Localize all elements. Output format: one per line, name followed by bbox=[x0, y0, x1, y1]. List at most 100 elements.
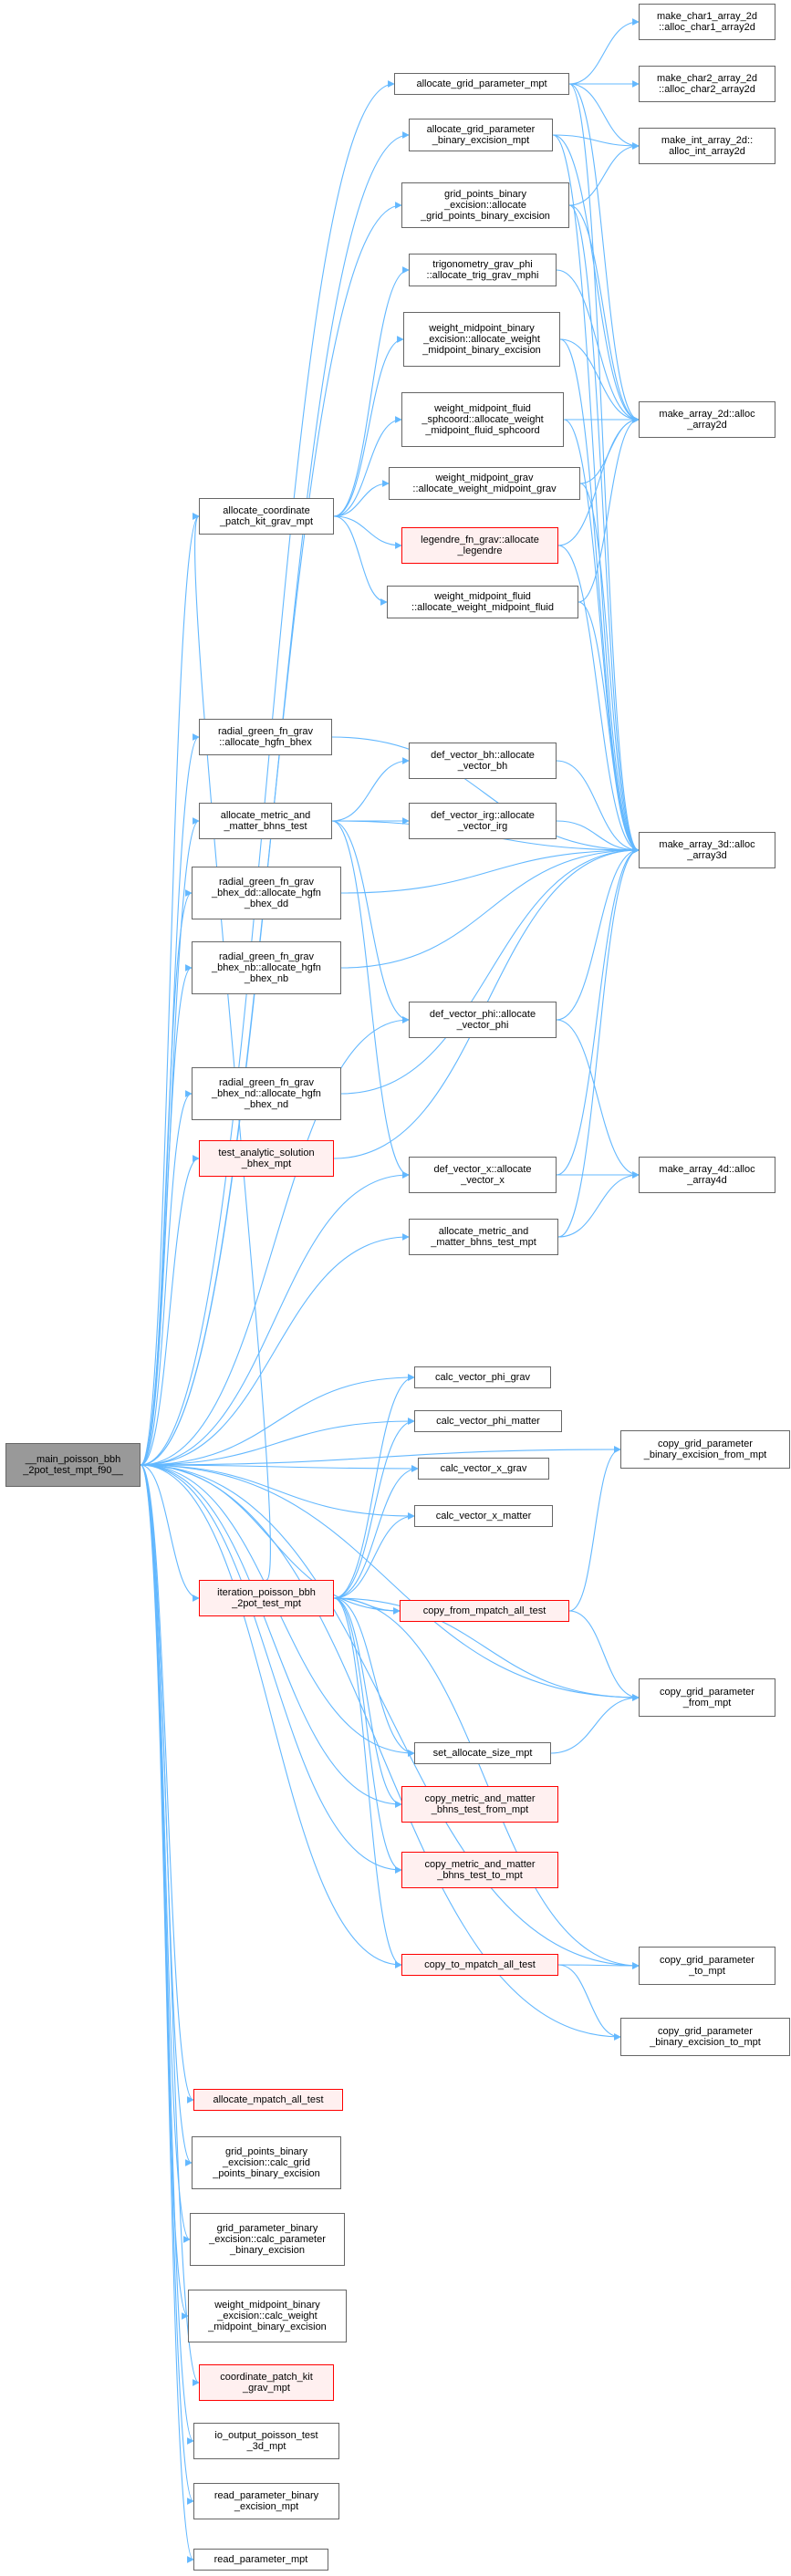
node-amm[interactable]: allocate_metric_and_matter_bhns_test bbox=[199, 803, 332, 839]
node-wmcalc[interactable]: weight_midpoint_binary_excision::calc_we… bbox=[188, 2290, 347, 2342]
node-label: ::alloc_char1_array2d bbox=[659, 22, 755, 33]
edge-main-cvpm bbox=[140, 1418, 415, 1466]
node-cmmt[interactable]: copy_metric_and_matter_bhns_test_to_mpt bbox=[401, 1852, 558, 1888]
node-cpk[interactable]: coordinate_patch_kit_grav_mpt bbox=[199, 2364, 334, 2401]
node-label: make_char1_array_2d bbox=[656, 11, 758, 22]
edge-main-tas bbox=[140, 1155, 200, 1466]
node-gpcp[interactable]: grid_parameter_binary_excision::calc_par… bbox=[190, 2213, 345, 2266]
edge-agp-c1 bbox=[568, 18, 640, 85]
node-ctm[interactable]: copy_to_mpatch_all_test bbox=[401, 1954, 558, 1976]
edge-ipb-acp bbox=[192, 513, 271, 1581]
node-sas[interactable]: set_allocate_size_mpt bbox=[414, 1742, 551, 1764]
node-label: _array2d bbox=[687, 420, 727, 431]
node-label: _from_mpt bbox=[682, 1698, 732, 1709]
node-tgp[interactable]: trigonometry_grav_phi::allocate_trig_gra… bbox=[409, 254, 557, 286]
node-label: iteration_poisson_bbh bbox=[217, 1587, 316, 1598]
edge-main-iop bbox=[140, 1464, 194, 2445]
edge-main-rgdd bbox=[140, 889, 193, 1466]
node-dvx[interactable]: def_vector_x::allocate_vector_x bbox=[409, 1157, 557, 1193]
node-label: _matter_bhns_test bbox=[224, 821, 307, 832]
edge-dvphi-m3d bbox=[556, 847, 640, 1021]
node-label: _legendre bbox=[457, 545, 503, 556]
node-gpbe[interactable]: grid_points_binary_excision::allocate_gr… bbox=[401, 182, 569, 228]
node-c2[interactable]: make_char2_array_2d::alloc_char2_array2d bbox=[639, 66, 775, 102]
edge-main-rgnd bbox=[140, 1090, 193, 1466]
node-wmb[interactable]: weight_midpoint_binary_excision::allocat… bbox=[403, 312, 560, 367]
node-rgnb[interactable]: radial_green_fn_grav_bhex_nb::allocate_h… bbox=[192, 941, 341, 994]
node-m3d[interactable]: make_array_3d::alloc_array3d bbox=[639, 832, 775, 868]
node-gpcalc[interactable]: grid_points_binary_excision::calc_grid_p… bbox=[192, 2136, 341, 2189]
node-ama[interactable]: allocate_mpatch_all_test bbox=[193, 2089, 343, 2111]
node-label: _grav_mpt bbox=[243, 2383, 290, 2394]
node-cvxg[interactable]: calc_vector_x_grav bbox=[418, 1458, 549, 1480]
node-label: _vector_bh bbox=[457, 761, 508, 772]
node-cmmf[interactable]: copy_metric_and_matter_bhns_test_from_mp… bbox=[401, 1786, 558, 1823]
node-label: _points_binary_excision bbox=[213, 2168, 320, 2179]
node-rgnd[interactable]: radial_green_fn_grav_bhex_nd::allocate_h… bbox=[192, 1067, 341, 1120]
node-acp[interactable]: allocate_coordinate_patch_kit_grav_mpt bbox=[199, 498, 334, 535]
edge-ipb-cmmf bbox=[333, 1597, 402, 1808]
node-wmfl[interactable]: weight_midpoint_fluid::allocate_weight_m… bbox=[387, 586, 578, 618]
node-ipb[interactable]: iteration_poisson_bbh_2pot_test_mpt bbox=[199, 1580, 334, 1616]
node-label: copy_grid_parameter bbox=[660, 1955, 755, 1966]
node-cgpf[interactable]: copy_grid_parameter_from_mpt bbox=[639, 1678, 775, 1717]
node-cvpm[interactable]: calc_vector_phi_matter bbox=[414, 1410, 562, 1432]
node-cvpg[interactable]: calc_vector_phi_grav bbox=[414, 1366, 551, 1388]
node-ammt[interactable]: allocate_metric_and_matter_bhns_test_mpt bbox=[409, 1219, 558, 1255]
node-rg[interactable]: radial_green_fn_grav::allocate_hgfn_bhex bbox=[199, 719, 332, 755]
node-cfm[interactable]: copy_from_mpatch_all_test bbox=[400, 1600, 569, 1622]
node-wmg[interactable]: weight_midpoint_grav::allocate_weight_mi… bbox=[389, 467, 580, 500]
edge-main-rgnb bbox=[140, 964, 193, 1466]
node-dvphi[interactable]: def_vector_phi::allocate_vector_phi bbox=[409, 1002, 557, 1038]
edge-acp-tgp bbox=[333, 266, 410, 517]
node-label: radial_green_fn_grav bbox=[219, 877, 314, 888]
node-rpb[interactable]: read_parameter_binary_excision_mpt bbox=[193, 2483, 339, 2519]
node-c1[interactable]: make_char1_array_2d::alloc_char1_array2d bbox=[639, 4, 775, 40]
edge-main-cvxm bbox=[140, 1464, 415, 1520]
edge-ipb-cgpt bbox=[333, 1597, 640, 1969]
node-iop[interactable]: io_output_poisson_test_3d_mpt bbox=[193, 2423, 339, 2459]
node-wmf[interactable]: weight_midpoint_fluid_sphcoord::allocate… bbox=[401, 392, 564, 447]
node-agpb[interactable]: allocate_grid_parameter_binary_excision_… bbox=[409, 119, 553, 151]
edge-main-ipb bbox=[140, 1464, 200, 1602]
node-cgpbf[interactable]: copy_grid_parameter_binary_excision_from… bbox=[620, 1430, 790, 1469]
node-main[interactable]: __main_poisson_bbh_2pot_test_mpt_f90__ bbox=[5, 1443, 141, 1487]
node-rp[interactable]: read_parameter_mpt bbox=[193, 2549, 328, 2571]
node-label: allocate_metric_and bbox=[438, 1226, 529, 1237]
node-label: make_array_4d::alloc bbox=[659, 1164, 755, 1175]
node-cvxm[interactable]: calc_vector_x_matter bbox=[414, 1505, 553, 1527]
node-mi2[interactable]: make_int_array_2d::alloc_int_array2d bbox=[639, 128, 775, 164]
node-label: _bhex_dd::allocate_hgfn bbox=[212, 888, 321, 898]
node-tas[interactable]: test_analytic_solution_bhex_mpt bbox=[199, 1140, 334, 1177]
node-label: make_char2_array_2d bbox=[656, 73, 758, 84]
node-leg[interactable]: legendre_fn_grav::allocate_legendre bbox=[401, 527, 558, 564]
node-agp[interactable]: allocate_grid_parameter_mpt bbox=[394, 73, 569, 95]
node-label: read_parameter_mpt bbox=[213, 2554, 308, 2565]
edge-main-ammt bbox=[140, 1233, 410, 1466]
node-dvbh[interactable]: def_vector_bh::allocate_vector_bh bbox=[409, 743, 557, 779]
edge-ipb-cvxm bbox=[333, 1512, 415, 1599]
edge-main-cgpbt bbox=[140, 1464, 621, 2041]
node-label: make_array_2d::alloc bbox=[659, 409, 755, 420]
node-label: _midpoint_binary_excision bbox=[422, 345, 541, 356]
node-cgpt[interactable]: copy_grid_parameter_to_mpt bbox=[639, 1947, 775, 1985]
node-label: _excision::calc_parameter bbox=[209, 2234, 326, 2245]
edge-tgp-m2d bbox=[556, 269, 640, 423]
node-label: weight_midpoint_binary bbox=[214, 2300, 320, 2311]
edge-wmf-m3d bbox=[563, 419, 640, 854]
node-rgdd[interactable]: radial_green_fn_grav_bhex_dd::allocate_h… bbox=[192, 867, 341, 919]
node-label: weight_midpoint_fluid bbox=[434, 591, 531, 602]
node-label: _binary_excision_to_mpt bbox=[650, 2037, 761, 2048]
node-label: calc_vector_x_grav bbox=[440, 1463, 527, 1474]
edge-main-dvphi bbox=[140, 1016, 410, 1466]
node-label: _sphcoord::allocate_weight bbox=[422, 414, 544, 425]
node-dvirg[interactable]: def_vector_irg::allocate_vector_irg bbox=[409, 803, 557, 839]
node-m4d[interactable]: make_array_4d::alloc_array4d bbox=[639, 1157, 775, 1193]
node-label: def_vector_phi::allocate bbox=[429, 1009, 536, 1020]
node-label: weight_midpoint_binary bbox=[429, 323, 535, 334]
node-cgpbt[interactable]: copy_grid_parameter_binary_excision_to_m… bbox=[620, 2018, 790, 2056]
node-label: ::allocate_hgfn_bhex bbox=[219, 737, 312, 748]
edge-ipb-cvpg bbox=[333, 1374, 415, 1599]
node-m2d[interactable]: make_array_2d::alloc_array2d bbox=[639, 401, 775, 438]
